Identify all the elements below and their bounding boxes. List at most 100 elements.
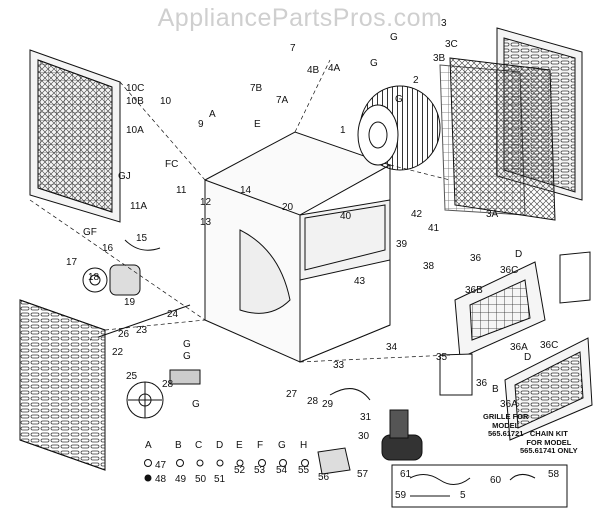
hardware-letter: C	[195, 440, 203, 451]
callout-label: 43	[354, 276, 366, 287]
hardware-letter: E	[236, 440, 243, 451]
callout-label: 39	[396, 239, 408, 250]
chain-kit-note: CHAIN KIT FOR MODEL 565.61741 ONLY	[520, 429, 578, 456]
callout-label: D	[524, 352, 532, 363]
callout-label: 28	[162, 379, 174, 390]
chain-kit-number: 58	[548, 469, 560, 480]
hardware-number: 49	[175, 474, 187, 485]
chain-kit-note-line: 565.61741 ONLY	[520, 446, 578, 456]
callout-label: 10	[160, 96, 172, 107]
callout-label: B	[492, 384, 499, 395]
callout-label: 3B	[433, 53, 446, 64]
callout-label: GF	[83, 227, 97, 238]
hardware-number: 55	[298, 465, 310, 476]
callout-label: G	[390, 32, 398, 43]
callout-label: 9	[198, 119, 204, 130]
hardware-number: 54	[276, 465, 288, 476]
left-louver-grille	[19, 299, 106, 471]
callout-label: 10A	[126, 125, 144, 136]
hardware-letter: F	[257, 440, 264, 451]
callout-label: G	[370, 58, 378, 69]
callout-label: 35	[436, 352, 448, 363]
callout-label: A	[209, 109, 216, 120]
left-filter-frame	[29, 49, 121, 223]
callout-label: 24	[167, 309, 179, 320]
chain-kit-number: 5	[460, 490, 466, 501]
callout-label: 36C	[540, 340, 559, 351]
hardware-row	[144, 447, 351, 482]
callout-label: 23	[136, 325, 148, 336]
callout-label: 12	[200, 197, 212, 208]
callout-label: 36C	[500, 265, 519, 276]
callout-label: 33	[333, 360, 345, 371]
callout-label: GJ	[118, 171, 131, 182]
callout-label: 57	[357, 469, 369, 480]
chain-kit-note-line: FOR MODEL	[526, 437, 572, 447]
callout-label: G	[395, 94, 403, 105]
callout-label: 40	[340, 211, 352, 222]
callout-label: 16	[102, 243, 114, 254]
callout-label: 36	[470, 253, 482, 264]
callout-label: 38	[423, 261, 435, 272]
hardware-number: 50	[195, 474, 207, 485]
callout-label: 3C	[445, 39, 458, 50]
hardware-number: 48	[155, 474, 167, 485]
hardware-letter: G	[278, 440, 286, 451]
callout-label: 17	[66, 257, 78, 268]
callout-label: 31	[360, 412, 372, 423]
callout-label: D	[515, 249, 523, 260]
callout-label: 36	[476, 378, 488, 389]
callout-label: 14	[240, 185, 252, 196]
callout-label: 18	[88, 272, 100, 283]
pump-parts	[126, 369, 423, 461]
chain-kit-number: 60	[490, 475, 502, 486]
hardware-number: 47	[155, 460, 167, 471]
callout-label: 41	[428, 223, 440, 234]
callout-label: 4B	[307, 65, 320, 76]
callout-label: 27	[286, 389, 298, 400]
callout-label: 10B	[126, 96, 144, 107]
blower-wheel	[357, 85, 441, 171]
grille-panels	[439, 251, 593, 441]
hardware-letter: D	[216, 440, 224, 451]
callout-label: G	[183, 339, 191, 350]
callout-label: G	[183, 351, 191, 362]
callout-label: 7A	[276, 95, 289, 106]
callout-label: 15	[136, 233, 148, 244]
grille-note-line: GRILLE FOR	[483, 412, 529, 421]
callout-label: 7B	[250, 83, 263, 94]
callout-label: 30	[358, 431, 370, 442]
callout-label: 42	[411, 209, 423, 220]
chain-kit-note-line: CHAIN KIT	[529, 429, 568, 438]
callout-label: 10C	[126, 83, 145, 94]
callout-label: 25	[126, 371, 138, 382]
hardware-letter: A	[145, 440, 152, 451]
callout-label: 36A	[510, 342, 528, 353]
callout-label: 36A	[500, 399, 518, 410]
callout-label: 20	[282, 202, 294, 213]
hardware-number: 53	[254, 465, 266, 476]
callout-label: 28	[307, 396, 319, 407]
hardware-letter: B	[175, 440, 182, 451]
callout-label: 2	[413, 75, 419, 86]
watermark: AppliancePartsPros.com	[157, 4, 443, 32]
callout-label: 56	[318, 472, 330, 483]
callout-label: 7	[290, 43, 296, 54]
assembly-lines	[29, 59, 451, 363]
chain-kit-number: 61	[400, 469, 412, 480]
right-filter-frame	[439, 27, 583, 221]
callout-label: 11	[176, 185, 187, 196]
callout-label: 36B	[465, 285, 483, 296]
grille-note-line: 565.61721	[487, 429, 524, 439]
callout-label: 19	[124, 297, 136, 308]
grille-note-line: MODEL	[492, 420, 520, 430]
callout-label: FC	[165, 159, 179, 170]
hardware-letter: H	[300, 440, 308, 451]
callout-label: 26	[118, 329, 130, 340]
grille-note: GRILLE FOR MODEL 565.61721	[483, 412, 529, 439]
callout-label: G	[192, 399, 200, 410]
callout-label: 4A	[328, 63, 341, 74]
callout-label: 22	[112, 347, 124, 358]
callout-label: 1	[340, 125, 346, 136]
